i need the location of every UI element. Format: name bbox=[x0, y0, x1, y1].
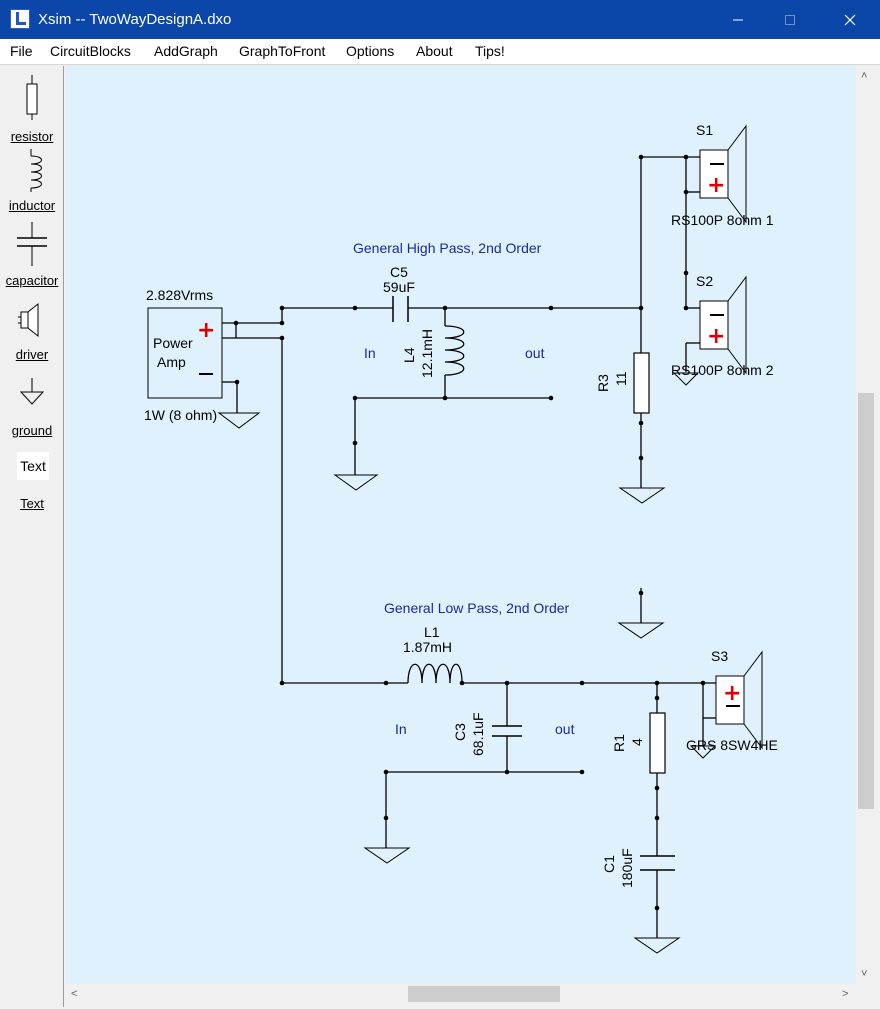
lowpass-in-label: In bbox=[395, 721, 407, 737]
c5-name: C5 bbox=[390, 264, 408, 280]
scrollbar-corner bbox=[856, 984, 876, 1004]
tool-driver-label: driver bbox=[15, 347, 49, 362]
r1-name: R1 bbox=[611, 734, 627, 752]
wires bbox=[222, 156, 716, 938]
r3-value: 11 bbox=[613, 371, 629, 386]
menu-about[interactable]: About bbox=[416, 43, 453, 59]
tool-inductor-label: inductor bbox=[8, 198, 56, 213]
tool-inductor[interactable]: inductor bbox=[1, 146, 63, 216]
highpass-title: General High Pass, 2nd Order bbox=[353, 240, 542, 256]
amp-voltage: 2.828Vrms bbox=[146, 287, 213, 303]
ground-symbol bbox=[672, 372, 700, 386]
capacitor-c3[interactable]: C3 68.1uF bbox=[452, 712, 522, 756]
s1-name: S1 bbox=[696, 122, 713, 138]
amp-minus bbox=[199, 373, 213, 375]
lowpass-title: General Low Pass, 2nd Order bbox=[384, 600, 570, 616]
amp-plus: + bbox=[197, 318, 215, 343]
tool-text[interactable]: Text Text bbox=[1, 452, 63, 522]
inductor-l4[interactable]: L4 12.1mH bbox=[401, 325, 465, 378]
scroll-down-icon[interactable]: ˅ bbox=[861, 968, 868, 980]
r1-value: 4 bbox=[629, 738, 645, 746]
r3-name: R3 bbox=[595, 374, 611, 392]
c3-name: C3 bbox=[452, 723, 468, 741]
tool-resistor[interactable]: resistor bbox=[1, 72, 63, 144]
s3-model: GRS 8SW4HE bbox=[686, 737, 778, 753]
window-title: Xsim -- TwoWayDesignA.dxo bbox=[38, 11, 232, 28]
resistor-r3[interactable]: R3 11 bbox=[595, 352, 650, 414]
l4-value: 12.1mH bbox=[419, 329, 435, 378]
close-icon bbox=[844, 14, 856, 26]
amp-name-1: Power bbox=[153, 335, 193, 351]
menu-file[interactable]: File bbox=[10, 43, 33, 59]
amp-name-2: Amp bbox=[157, 354, 186, 370]
tool-resistor-label: resistor bbox=[10, 129, 54, 144]
l4-name: L4 bbox=[401, 347, 417, 363]
menu-addgraph[interactable]: AddGraph bbox=[154, 43, 218, 59]
s3-name: S3 bbox=[711, 648, 728, 664]
s1-model: RS100P 8ohm 1 bbox=[671, 212, 774, 228]
capacitor-c1[interactable]: C1 180uF bbox=[601, 848, 675, 888]
minimize-button[interactable] bbox=[715, 0, 761, 39]
scroll-left-icon[interactable]: < bbox=[71, 988, 78, 1000]
l1-value: 1.87mH bbox=[403, 639, 452, 655]
speaker-s1[interactable]: + S1 RS100P 8ohm 1 bbox=[671, 122, 774, 228]
horizontal-scrollbar[interactable]: < > bbox=[65, 984, 856, 1004]
scroll-right-icon[interactable]: > bbox=[842, 988, 849, 1000]
c1-value: 180uF bbox=[619, 848, 635, 888]
tool-text-label: Text bbox=[20, 496, 44, 511]
speaker-s2[interactable]: + S2 bbox=[696, 273, 747, 375]
menu-bar: File CircuitBlocks AddGraph GraphToFront… bbox=[0, 39, 880, 65]
lowpass-out-label: out bbox=[555, 721, 575, 737]
component-toolbox: resistor inductor capacitor driver bbox=[1, 66, 64, 1007]
tool-ground[interactable]: ground bbox=[1, 372, 63, 442]
vertical-scroll-thumb[interactable] bbox=[858, 393, 874, 809]
minimize-icon bbox=[733, 19, 743, 21]
tool-capacitor-label: capacitor bbox=[5, 273, 59, 288]
ground-icon bbox=[19, 378, 45, 405]
menu-circuitblocks[interactable]: CircuitBlocks bbox=[50, 43, 131, 59]
inductor-icon bbox=[30, 149, 42, 192]
c3-value: 68.1uF bbox=[470, 712, 486, 756]
close-button[interactable] bbox=[827, 0, 873, 39]
maximize-button[interactable] bbox=[767, 0, 813, 39]
resistor-r1[interactable]: R1 4 bbox=[611, 712, 666, 774]
power-amp[interactable]: 2.828Vrms Power Amp + 1W (8 ohm) bbox=[144, 287, 223, 423]
app-icon bbox=[10, 9, 30, 29]
amp-power: 1W (8 ohm) bbox=[144, 407, 217, 423]
speaker-s3[interactable]: + S3 GRS 8SW4HE bbox=[686, 648, 778, 753]
maximize-icon bbox=[785, 15, 795, 25]
ground-symbols bbox=[217, 412, 717, 954]
s1-plus: + bbox=[707, 173, 725, 198]
menu-tips[interactable]: Tips! bbox=[475, 43, 505, 59]
scroll-up-icon[interactable]: ˄ bbox=[861, 70, 868, 82]
resistor-icon bbox=[26, 75, 38, 120]
title-bar: Xsim -- TwoWayDesignA.dxo bbox=[0, 0, 880, 39]
s2-model: RS100P 8ohm 2 bbox=[671, 362, 774, 378]
schematic-canvas[interactable]: 2.828Vrms Power Amp + 1W (8 ohm) General… bbox=[65, 66, 856, 984]
driver-icon bbox=[18, 302, 39, 338]
c1-name: C1 bbox=[601, 855, 617, 873]
horizontal-scroll-thumb[interactable] bbox=[408, 986, 560, 1002]
menu-graphtofront[interactable]: GraphToFront bbox=[239, 43, 326, 59]
vertical-scrollbar[interactable]: ˄ ˅ bbox=[856, 66, 876, 984]
tool-driver[interactable]: driver bbox=[1, 300, 63, 366]
c5-value: 59uF bbox=[383, 279, 415, 295]
tool-ground-label: ground bbox=[11, 423, 53, 438]
inductor-l1[interactable]: L1 1.87mH bbox=[403, 624, 463, 684]
text-tool-box: Text bbox=[17, 452, 49, 480]
s3-plus: + bbox=[723, 681, 741, 706]
capacitor-c5[interactable]: C5 59uF bbox=[383, 264, 415, 322]
tool-capacitor[interactable]: capacitor bbox=[1, 220, 63, 290]
menu-options[interactable]: Options bbox=[346, 43, 395, 59]
capacitor-icon bbox=[17, 222, 47, 266]
highpass-out-label: out bbox=[525, 345, 545, 361]
s2-name: S2 bbox=[696, 273, 713, 289]
schematic-drawing: 2.828Vrms Power Amp + 1W (8 ohm) General… bbox=[144, 122, 778, 954]
highpass-in-label: In bbox=[364, 345, 376, 361]
junction-dots bbox=[233, 154, 706, 911]
l1-name: L1 bbox=[424, 624, 440, 640]
s2-plus: + bbox=[707, 324, 725, 349]
